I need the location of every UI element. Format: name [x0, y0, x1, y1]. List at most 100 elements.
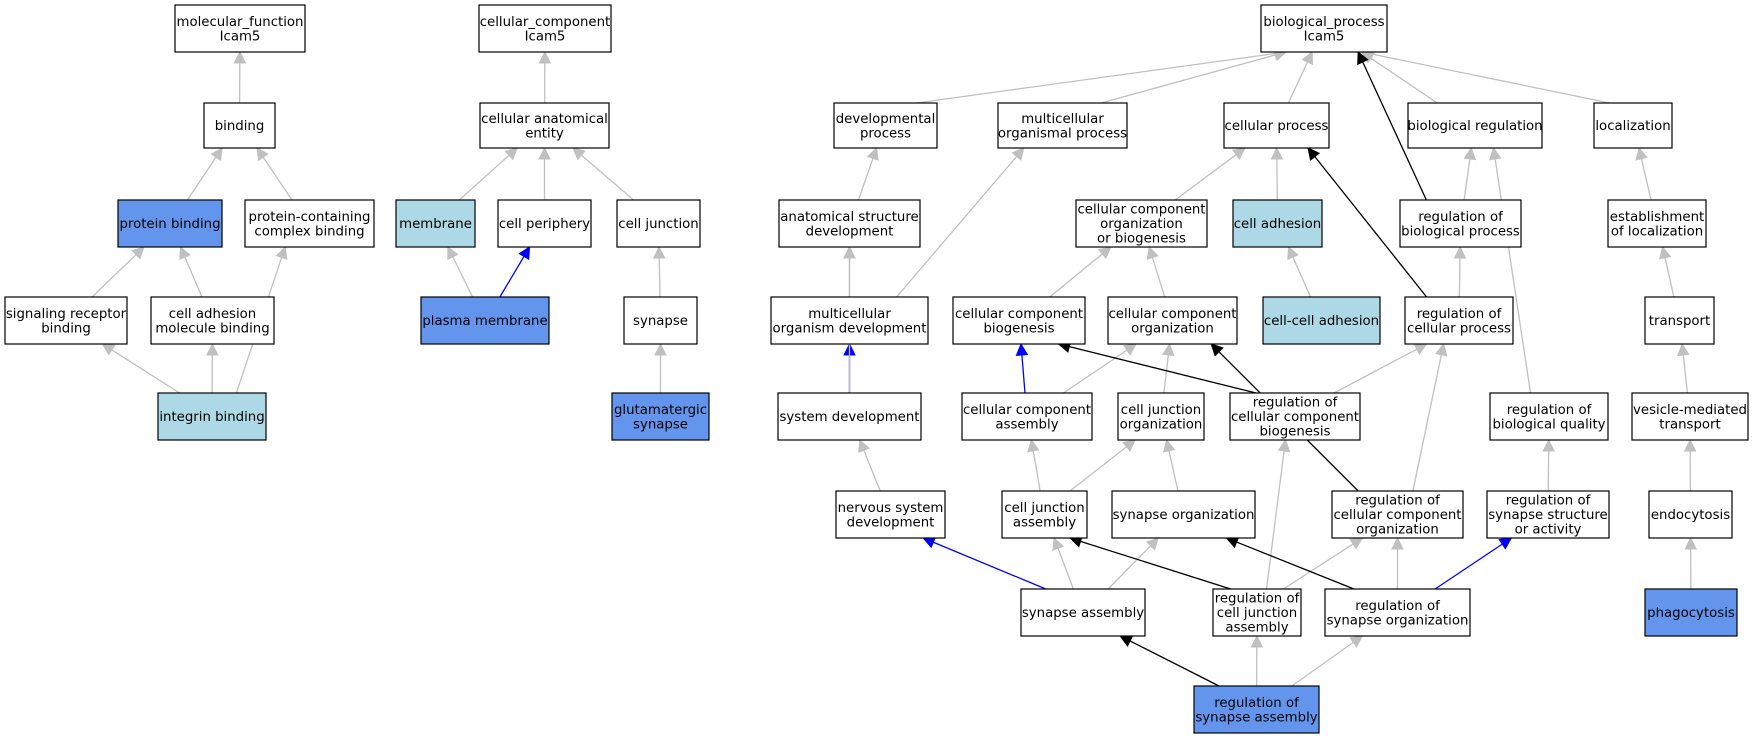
edge-line: [580, 154, 635, 201]
edge-line: [1494, 158, 1532, 394]
term-label: binding: [41, 321, 91, 336]
term-box: [770, 296, 929, 345]
term-label: plasma membrane: [422, 314, 547, 329]
term-label: binding: [215, 119, 265, 134]
term-label: process: [860, 126, 911, 141]
term-label: protein binding: [119, 217, 220, 232]
arrowhead: [1357, 50, 1369, 66]
edge-part-of: [1434, 537, 1513, 590]
edge-is-a: [858, 438, 881, 492]
term-label: of localization: [1611, 224, 1703, 239]
arrowhead: [206, 342, 219, 356]
edge-is-a: [256, 147, 293, 201]
edge-is-a: [1291, 635, 1364, 687]
term-label: regulation of: [1506, 494, 1591, 509]
term-node-periphery: cell periphery: [497, 199, 592, 248]
edge-line: [1069, 446, 1127, 492]
term-label: developmental: [836, 112, 936, 127]
edge-is-a: [186, 147, 223, 201]
edge-is-a: [1107, 537, 1160, 590]
arrowhead: [858, 438, 870, 454]
edge-is-a: [1265, 438, 1291, 590]
arrowhead: [1677, 342, 1690, 357]
term-label: Icam5: [220, 29, 261, 44]
arrowhead: [1162, 438, 1176, 453]
arrowhead: [1027, 438, 1040, 453]
edge-is-a: [1287, 50, 1313, 104]
term-label: nervous system: [838, 501, 944, 516]
term-box: [157, 392, 267, 441]
term-box: [203, 102, 276, 149]
arrowhead: [1463, 146, 1477, 161]
edge-line: [1362, 61, 1427, 201]
arrowhead: [256, 147, 269, 162]
term-label: organization: [1131, 321, 1214, 336]
edge-is-a: [1391, 536, 1404, 589]
term-label: Icam5: [1304, 29, 1345, 44]
term-box: [1223, 102, 1330, 149]
edge-line: [1292, 256, 1312, 298]
term-label: regulation of: [1355, 599, 1440, 614]
term-label: biological quality: [1492, 417, 1605, 432]
edge-layer: [91, 47, 1697, 687]
term-node-membrane: membrane: [395, 199, 476, 248]
arrowhead: [504, 147, 519, 161]
term-box: [1232, 199, 1323, 248]
edge-is-a: [652, 245, 666, 298]
edge-line: [452, 256, 474, 298]
edge-is-a: [1683, 438, 1697, 492]
term-label: cellular component: [1231, 410, 1359, 425]
term-label: integrin binding: [159, 410, 264, 425]
term-label: signaling receptor: [6, 307, 127, 322]
arrowhead: [654, 342, 667, 356]
edge-line: [184, 256, 203, 298]
term-label: assembly: [1225, 621, 1288, 636]
edge-line: [933, 541, 1047, 590]
edge-is-a: [654, 342, 667, 393]
arrowhead: [866, 146, 879, 161]
edge-line: [1174, 154, 1237, 201]
term-label: cellular anatomical: [481, 112, 608, 127]
term-label: molecule binding: [155, 321, 269, 336]
arrowhead: [210, 147, 223, 162]
term-node-pm: plasma membrane: [420, 296, 550, 345]
term-node-protein-binding: protein binding: [117, 199, 223, 248]
term-box: [174, 4, 306, 53]
term-label: organization: [1100, 217, 1183, 232]
term-box: [777, 392, 922, 441]
term-label: regulation of: [1507, 403, 1592, 418]
term-label: multicellular: [808, 307, 891, 322]
edge-line: [1664, 257, 1675, 298]
edge-is-a: [1542, 438, 1555, 492]
edge-line: [1412, 354, 1443, 492]
arrowhead: [1488, 146, 1502, 161]
edge-line: [499, 256, 525, 298]
arrowhead: [233, 50, 247, 64]
term-label: biological process: [1401, 224, 1520, 239]
arrowhead: [179, 245, 191, 261]
arrowhead: [1052, 536, 1065, 551]
term-box: [479, 102, 610, 149]
term-label: organismal process: [998, 126, 1127, 141]
term-label: cell junction: [1004, 501, 1084, 516]
term-box: [244, 199, 375, 248]
term-box: [1262, 296, 1381, 345]
term-label: Icam5: [525, 29, 566, 44]
edge-is-a: [1069, 439, 1137, 492]
term-label: complex binding: [254, 224, 364, 239]
term-label: membrane: [399, 217, 472, 232]
arrowhead: [1210, 343, 1224, 357]
